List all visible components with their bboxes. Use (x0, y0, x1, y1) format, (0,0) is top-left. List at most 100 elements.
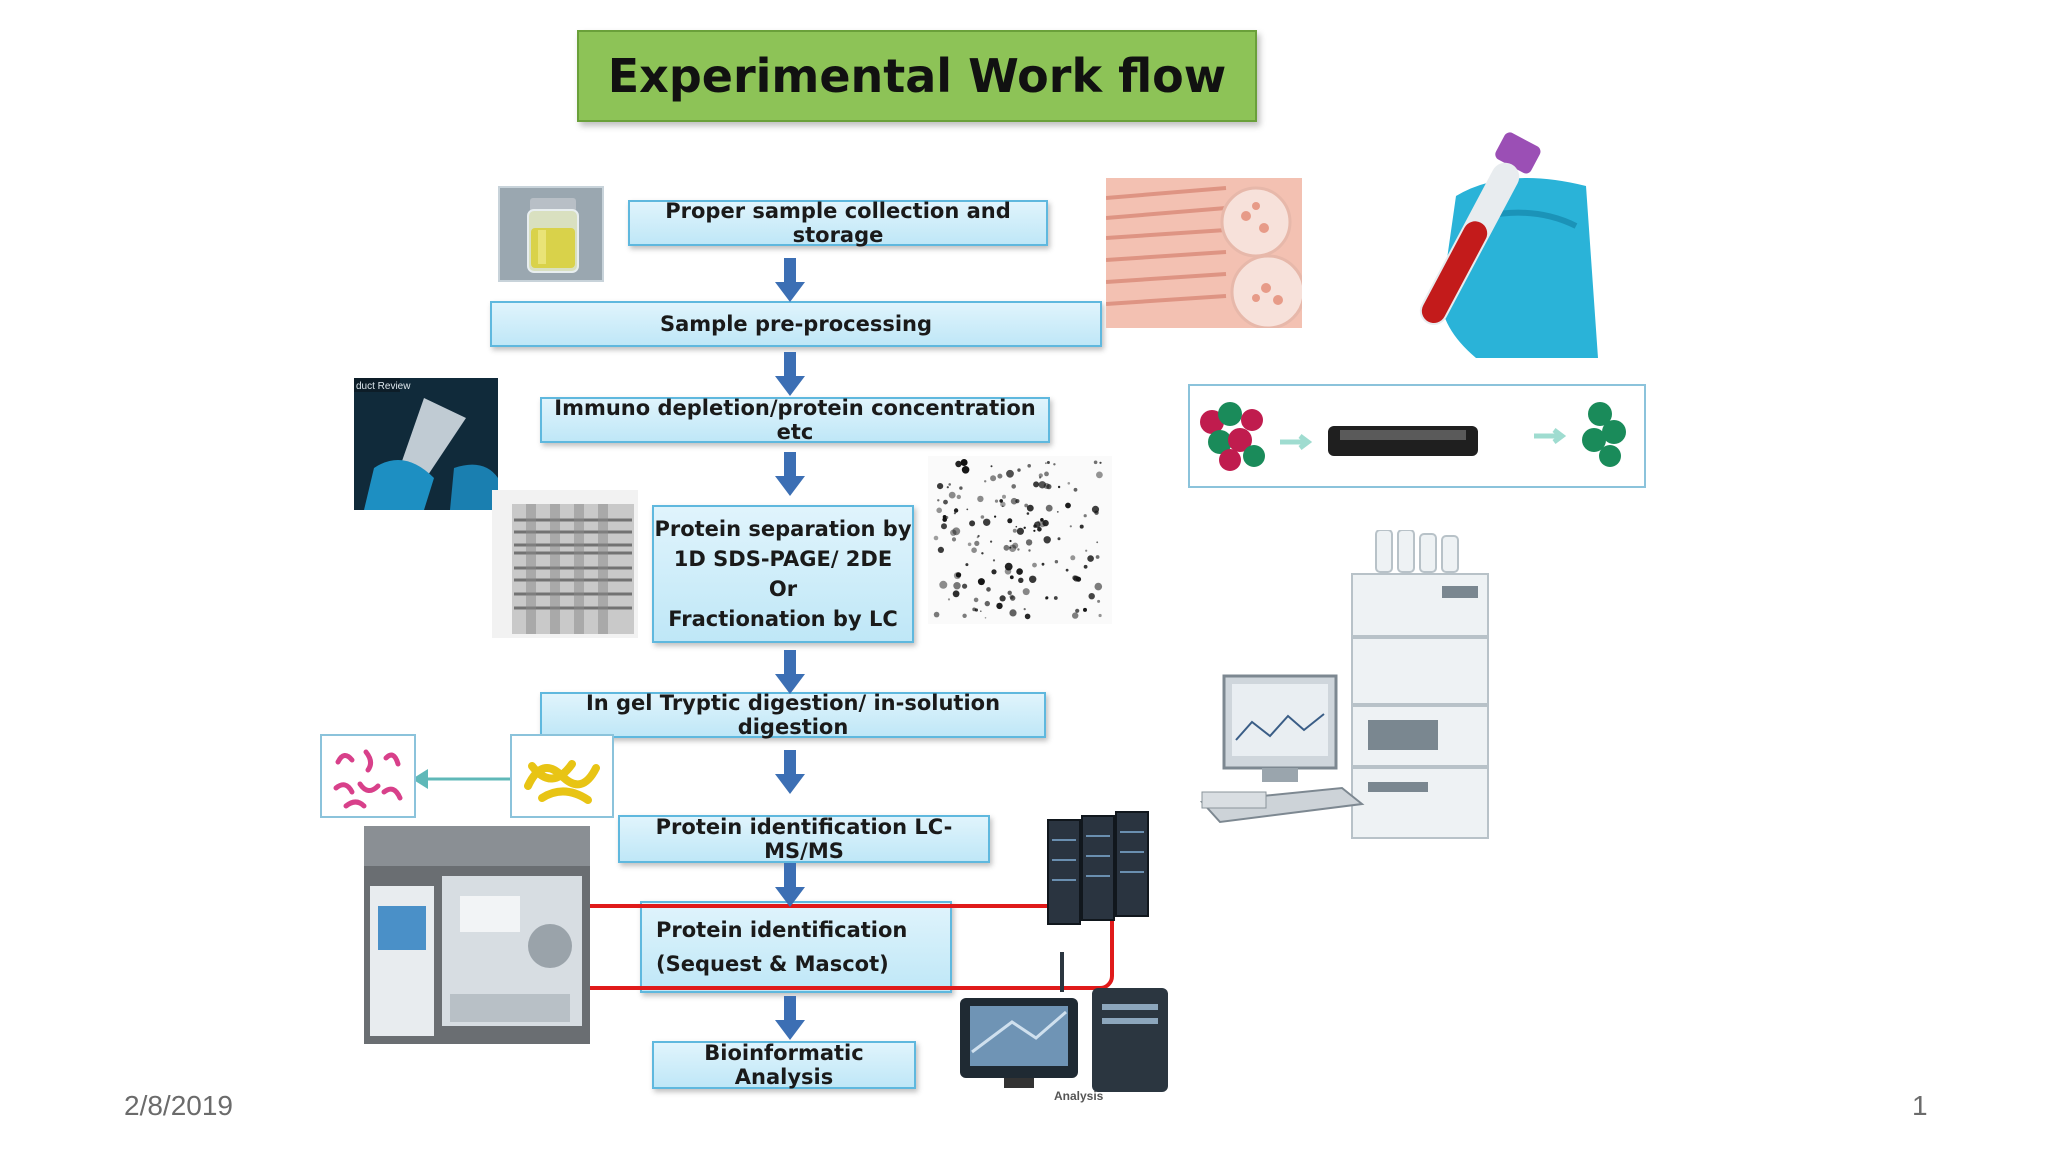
gel-spot (992, 559, 996, 562)
gel-spot (980, 610, 982, 612)
gel-spot (1023, 608, 1026, 611)
gel-spot (1075, 608, 1080, 613)
gel-spot (1057, 537, 1061, 541)
mass-spectrometer-image (364, 826, 590, 1044)
gel-spot (1045, 504, 1053, 512)
gel-spot (1003, 544, 1010, 551)
gel-spot (1096, 471, 1103, 479)
gel-spot (1006, 469, 1014, 478)
gel-spot (1033, 481, 1040, 488)
gel-spot (994, 515, 997, 518)
gel-spot (973, 597, 979, 603)
gel-spot (984, 617, 987, 619)
gel-spot (994, 499, 999, 503)
gel-spot (933, 611, 940, 618)
gel-spot (1010, 497, 1018, 505)
gel-spot (1054, 560, 1059, 564)
gel-spot (1079, 524, 1084, 529)
gel-spot (937, 546, 944, 553)
gel-spot (999, 499, 1003, 503)
gel-spot (943, 499, 948, 505)
gel-spot (1093, 460, 1098, 465)
gel-spot (1026, 512, 1030, 515)
down-arrow-icon (775, 650, 805, 694)
gel-spot (1083, 514, 1087, 518)
gel-spot (1043, 536, 1051, 544)
blood-tube-image (1336, 126, 1598, 358)
tube-in-hand-image: duct Review (354, 378, 498, 510)
gel-spot (1045, 462, 1047, 465)
gel-spot (1056, 511, 1059, 513)
gel-spot (1009, 609, 1017, 617)
gel-spot (1028, 549, 1031, 552)
gel-spot (972, 607, 977, 612)
gel-spot (1027, 464, 1031, 468)
gel-spot (1026, 504, 1034, 512)
gel-spot (948, 483, 951, 486)
gel-spot (980, 515, 985, 519)
step-protein-separation-line-4: Fractionation by LC (668, 607, 898, 631)
gel-spot (1046, 461, 1050, 464)
gel-spot (1095, 555, 1100, 559)
gel-spot (962, 613, 967, 618)
column-chromatography-image (1188, 384, 1646, 488)
gel-spot (1072, 612, 1079, 619)
gel-spot (937, 499, 940, 502)
gel-spot (1009, 539, 1012, 543)
gel-spot (961, 466, 970, 474)
gel-spot (1070, 555, 1076, 561)
gel-spot (983, 518, 991, 526)
gel-spot (1085, 549, 1088, 552)
gel-spot (986, 587, 991, 592)
step-bioinformatic-analysis: Bioinformatic Analysis (652, 1041, 916, 1089)
gel-spot (1012, 528, 1017, 533)
down-arrow-icon (775, 452, 805, 496)
gel-spot (990, 540, 993, 543)
down-arrow-icon (775, 352, 805, 396)
gel-spot (977, 534, 980, 538)
gel-spot (1073, 575, 1080, 582)
gel-spot (1016, 527, 1024, 535)
gel-spot (1044, 471, 1049, 477)
gel-spot (1009, 546, 1012, 549)
gel-spot (999, 595, 1006, 602)
gel-spot (948, 491, 956, 499)
gel-spot (1024, 503, 1029, 508)
gel-spot (1083, 564, 1088, 569)
gel-spot (1016, 568, 1023, 575)
gel-spot (1098, 613, 1102, 618)
gel-spot (1017, 468, 1021, 472)
gel-spot (1034, 521, 1041, 528)
gel-spot (955, 572, 962, 578)
gel-spot (1022, 588, 1030, 596)
gel-spot (962, 583, 968, 589)
gel-spot (977, 495, 984, 503)
step-sample-collection: Proper sample collection and storage (628, 199, 1048, 247)
gel-spot (977, 578, 985, 586)
gel-spot (1017, 548, 1020, 551)
muscle-tissue-image (1106, 178, 1302, 328)
gel-spot (955, 460, 962, 468)
gel-spot (959, 486, 963, 490)
gel-spot (1073, 487, 1078, 492)
gel-spot (1038, 520, 1046, 528)
gel-spot (952, 590, 960, 598)
gel-spot (1029, 575, 1037, 583)
gel-spot (1042, 519, 1049, 527)
gel-spot (981, 552, 984, 555)
gel-spot (997, 473, 1003, 479)
gel-spot (1053, 463, 1056, 466)
gel-spot (933, 535, 939, 541)
step-database-identification-line-1: Protein identification (656, 918, 908, 942)
step-tryptic-digestion: In gel Tryptic digestion/ in-solution di… (540, 691, 1046, 739)
down-arrow-icon (775, 996, 805, 1040)
gel-spot (939, 580, 948, 589)
gel-spot (1018, 577, 1024, 583)
down-arrow-icon (775, 750, 805, 794)
gel-spot (1040, 518, 1044, 522)
gel-spot (1067, 482, 1071, 485)
gel-spot (990, 465, 993, 468)
gel-spot (1083, 607, 1087, 612)
gel-spot (984, 600, 990, 607)
gel-spot (1087, 555, 1094, 562)
